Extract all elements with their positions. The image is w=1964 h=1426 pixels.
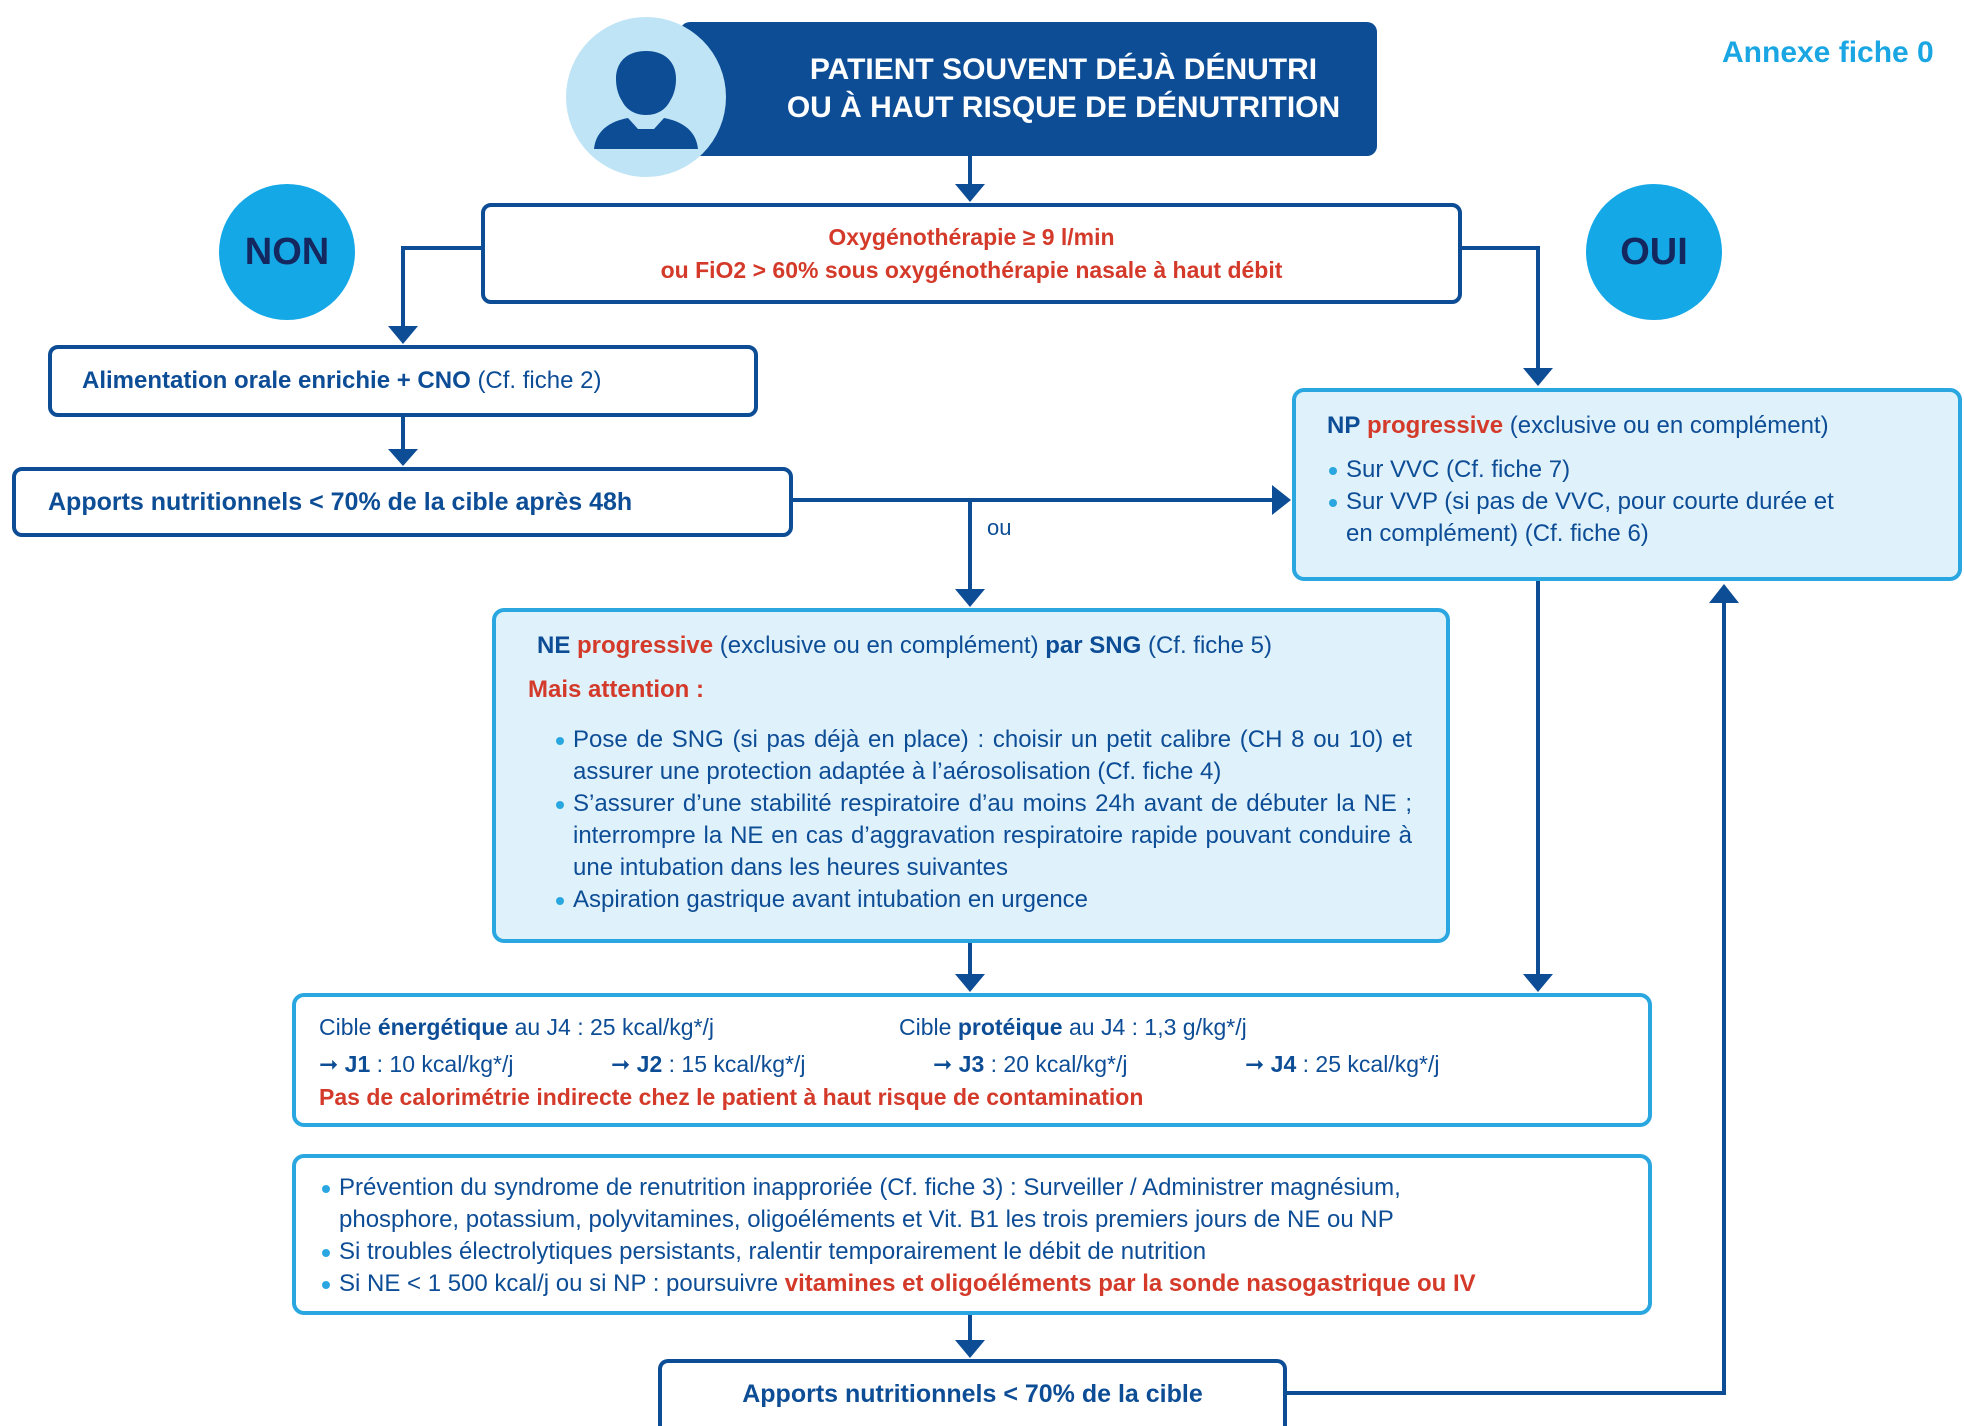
oxygen-line1: Oxygénothérapie ≥ 9 l/min: [828, 223, 1115, 250]
day-j1: ➞ J1 : 10 kcal/kg*/j: [319, 1048, 513, 1081]
ne-bullet-stability: S’assurer d’une stabilité respiratoire d…: [554, 788, 1412, 884]
right-arrow-icon: ➞: [319, 1051, 339, 1077]
np-bullet-vvc: Sur VVC (Cf. fiche 7): [1327, 454, 1958, 486]
annexe-label: Annexe fiche 0: [1722, 36, 1934, 69]
np-progressive: progressive: [1367, 412, 1504, 439]
or-label: ou: [987, 515, 1012, 540]
intake-final-box: Apports nutritionnels < 70% de la cible: [658, 1359, 1287, 1426]
ne-title: NE progressive (exclusive ou en compléme…: [528, 630, 1412, 662]
intake-48h-box: Apports nutritionnels < 70% de la cible …: [12, 467, 793, 537]
day-label: J3: [958, 1051, 985, 1077]
energy-target-pre: Cible: [319, 1014, 372, 1040]
day-label: J1: [344, 1051, 371, 1077]
oxygen-criteria-box: Oxygénothérapie ≥ 9 l/min ou FiO2 > 60% …: [481, 203, 1462, 304]
day-value: : 20 kcal/kg*/j: [990, 1051, 1128, 1077]
daily-progression-row: ➞ J1 : 10 kcal/kg*/j ➞ J2 : 15 kcal/kg*/…: [319, 1048, 1648, 1081]
prevention-bullet-refeeding: Prévention du syndrome de renutrition in…: [320, 1172, 1648, 1204]
protein-target: Cible protéique au J4 : 1,3 g/kg*/j: [899, 1011, 1247, 1044]
ne-bullet-aspiration: Aspiration gastrique avant intubation en…: [554, 884, 1412, 916]
np-bullet-vvp-cont: en complément) (Cf. fiche 6): [1346, 520, 1649, 547]
oui-badge: OUI: [1586, 184, 1722, 320]
ne-ref: (Cf. fiche 5): [1147, 632, 1272, 659]
ne-bullet-list: Pose de SNG (si pas déjà en place) : cho…: [528, 724, 1412, 916]
oral-feeding-ref: (Cf. fiche 2): [477, 367, 602, 394]
prevention-vitamins-pre: Si NE < 1 500 kcal/j ou si NP : poursuiv…: [339, 1270, 779, 1297]
ne-progressive: progressive: [577, 632, 714, 659]
prevention-bullet-electrolytes: Si troubles électrolytiques persistants,…: [320, 1236, 1648, 1268]
non-badge: NON: [219, 184, 355, 320]
np-abbrev: NP: [1327, 412, 1361, 439]
prevention-bullet-vitamins: Si NE < 1 500 kcal/j ou si NP : poursuiv…: [320, 1268, 1648, 1300]
np-title-rest: (exclusive ou en complément): [1509, 412, 1829, 439]
np-title: NP progressive (exclusive ou en compléme…: [1327, 410, 1958, 442]
oxygen-line2: ou FiO2 > 60% sous oxygénothérapie nasal…: [660, 256, 1283, 283]
protein-target-bold: protéique: [957, 1014, 1063, 1040]
parenteral-nutrition-box: NP progressive (exclusive ou en compléme…: [1292, 388, 1962, 581]
patient-header-box: PATIENT SOUVENT DÉJÀ DÉNUTRI OU À HAUT R…: [680, 22, 1377, 156]
person-silhouette-icon: [594, 51, 698, 149]
target-row: Cible énergétique au J4 : 25 kcal/kg*/j …: [319, 1011, 1648, 1044]
right-arrow-icon: ➞: [933, 1051, 953, 1077]
patient-title-line2: OU À HAUT RISQUE DE DÉNUTRITION: [786, 91, 1341, 124]
energy-target: Cible énergétique au J4 : 25 kcal/kg*/j: [319, 1011, 714, 1044]
ne-bullet-sng: Pose de SNG (si pas déjà en place) : cho…: [554, 724, 1412, 788]
protein-target-value: au J4 : 1,3 g/kg*/j: [1068, 1014, 1247, 1040]
prevention-box: Prévention du syndrome de renutrition in…: [292, 1154, 1652, 1315]
patient-avatar: [566, 17, 726, 177]
protein-target-pre: Cible: [899, 1014, 952, 1040]
arrow-final-to-np: [1287, 600, 1726, 1395]
day-label: J4: [1270, 1051, 1297, 1077]
ne-title-mid: (exclusive ou en complément): [719, 632, 1039, 659]
arrow-oxygen-to-np: [1462, 246, 1540, 372]
day-value: : 15 kcal/kg*/j: [668, 1051, 806, 1077]
ne-par-sng: par SNG: [1045, 632, 1142, 659]
day-label: J2: [636, 1051, 663, 1077]
patient-title-line1: PATIENT SOUVENT DÉJÀ DÉNUTRI: [809, 53, 1318, 86]
oral-feeding-box: Alimentation orale enrichie + CNO (Cf. f…: [48, 345, 758, 417]
np-bullet-vvp: Sur VVP (si pas de VVC, pour courte duré…: [1327, 486, 1958, 518]
day-j4: ➞ J4 : 25 kcal/kg*/j: [1245, 1048, 1439, 1081]
right-arrow-icon: ➞: [611, 1051, 631, 1077]
right-arrow-icon: ➞: [1245, 1051, 1265, 1077]
day-value: : 10 kcal/kg*/j: [376, 1051, 514, 1077]
prevention-vitamins-highlight: vitamines et oligoéléments par la sonde …: [784, 1270, 1476, 1297]
arrow-oxygen-to-orale: [401, 246, 481, 330]
prevention-bullet-refeeding-cont: phosphore, potassium, polyvitamines, oli…: [339, 1206, 1394, 1233]
ne-abbrev: NE: [537, 632, 571, 659]
enteral-nutrition-box: NE progressive (exclusive ou en compléme…: [492, 608, 1450, 943]
oral-feeding-label: Alimentation orale enrichie + CNO: [82, 367, 471, 394]
calorimetry-warning: Pas de calorimétrie indirecte chez le pa…: [319, 1084, 1144, 1110]
ne-warning: Mais attention :: [528, 676, 705, 703]
target-box: Cible énergétique au J4 : 25 kcal/kg*/j …: [292, 993, 1652, 1127]
energy-target-value: au J4 : 25 kcal/kg*/j: [514, 1014, 715, 1040]
day-j2: ➞ J2 : 15 kcal/kg*/j: [611, 1048, 805, 1081]
day-value: : 25 kcal/kg*/j: [1302, 1051, 1440, 1077]
energy-target-bold: énergétique: [377, 1014, 509, 1040]
day-j3: ➞ J3 : 20 kcal/kg*/j: [933, 1048, 1127, 1081]
